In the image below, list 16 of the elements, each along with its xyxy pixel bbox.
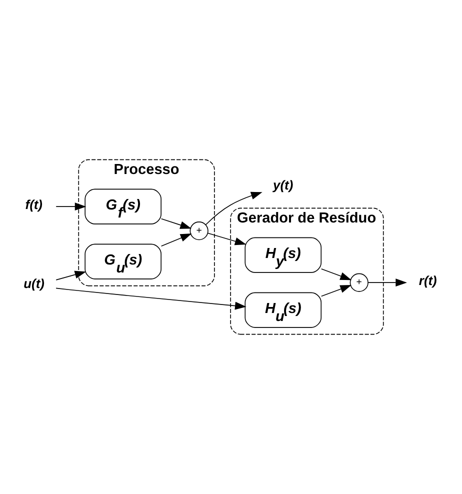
node-text: y(t) [273,177,294,192]
arrow [56,288,246,310]
arrow [207,232,246,246]
arrow [160,218,192,229]
node-text: f(t) [25,196,42,212]
arrow [160,234,192,246]
node-circle: + [190,222,208,240]
node-text: r(t) [418,272,437,288]
arrow [320,285,352,297]
arrow [368,278,407,287]
arrow [205,192,262,226]
arrow [56,270,86,280]
arrow [56,202,86,211]
node-circle: + [350,273,368,292]
node-text: u(t) [24,276,44,292]
arrow [320,268,352,280]
